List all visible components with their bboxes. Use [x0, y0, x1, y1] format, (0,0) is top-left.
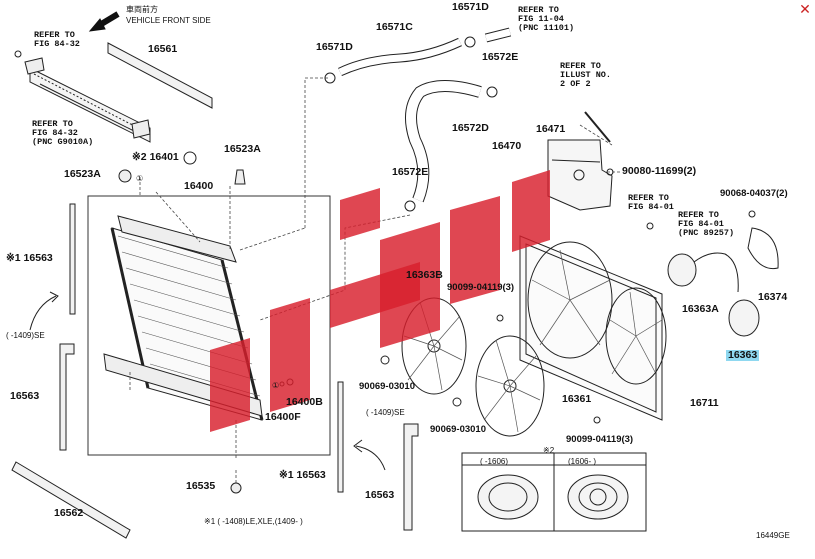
arrow-mid-icon [355, 445, 386, 471]
part-16563-mid[interactable]: ※1 16563 [279, 469, 326, 481]
star2-note: ※2 [543, 446, 555, 455]
refer-illust-2[interactable]: REFER TO ILLUST NO. 2 OF 2 [560, 61, 612, 89]
part-16363-highlight[interactable]: 16363 [726, 349, 760, 361]
part-16563-a[interactable]: 16563 [10, 390, 40, 402]
refer-fig-84-32-a[interactable]: REFER TO FIG 84-32 [34, 30, 80, 49]
refer-fig-84-32-b[interactable]: REFER TO FIG 84-32 (PNC G9010A) [32, 119, 94, 147]
se-note-left: ( -1409)SE [6, 331, 45, 340]
refer-fig-11-04[interactable]: REFER TO FIG 11-04 (PNC 11101) [518, 5, 575, 33]
fan-16361-drawing [475, 335, 545, 437]
part-16571D-b[interactable]: 16571D [452, 1, 489, 13]
part-16572E-a[interactable]: 16572E [482, 51, 519, 63]
watermark-logo [210, 170, 550, 432]
part-16561[interactable]: 16561 [148, 43, 178, 55]
cap-left-note: ( -1606) [480, 457, 509, 466]
close-icon[interactable]: ✕ [799, 1, 811, 17]
arrow-left-head-icon [49, 291, 59, 303]
part-16535[interactable]: 16535 [186, 480, 216, 492]
part-16523A-b[interactable]: 16523A [64, 168, 101, 180]
part-16572E-b[interactable]: 16572E [392, 166, 429, 178]
part-16571C[interactable]: 16571C [376, 21, 413, 33]
leader-lines [129, 77, 620, 486]
front-side-jp: 車両前方 [126, 5, 158, 14]
part-16571D-a[interactable]: 16571D [316, 41, 353, 53]
part-16400B[interactable]: 16400B [286, 396, 323, 408]
front-arrow-icon [88, 11, 120, 32]
upper-support-drawing [14, 50, 151, 143]
part-16361[interactable]: 16361 [562, 393, 592, 405]
bolt-90069-03010-a[interactable]: 90069-03010 [359, 381, 415, 392]
circle1-marker-b: ① [272, 381, 280, 390]
bolt-90068-04037[interactable]: 90068-04037(2) [720, 188, 788, 199]
part-16400F[interactable]: 16400F [265, 411, 301, 423]
arrow-left-icon [29, 295, 57, 331]
bolt-90080-11699[interactable]: 90080-11699(2) [622, 165, 697, 177]
cap-right-note: (1606- ) [568, 457, 597, 466]
front-side-en: VEHICLE FRONT SIDE [126, 16, 211, 25]
bolt-90099-04119-b[interactable]: 90099-04119(3) [566, 434, 634, 445]
part-16572D[interactable]: 16572D [452, 122, 489, 134]
part-16374[interactable]: 16374 [758, 291, 788, 303]
refer-fig-84-01-b[interactable]: REFER TO FIG 84-01 (PNC 89257) [678, 210, 735, 238]
part-16562[interactable]: 16562 [54, 507, 84, 519]
gasket-16374-drawing [747, 227, 779, 270]
circle1-marker-a: ① [136, 174, 144, 183]
clamp-icons [324, 36, 498, 212]
part-16401[interactable]: ※2 16401 [132, 152, 179, 163]
fan-shroud-drawing [519, 235, 667, 421]
se-note-mid: ( -1409)SE [366, 408, 405, 417]
arrow-mid-head-icon [353, 439, 363, 453]
part-16563-left[interactable]: ※1 16563 [6, 252, 53, 264]
mark-16401: ※2 [132, 151, 147, 163]
part-16471[interactable]: 16471 [536, 123, 566, 135]
footnote: ※1 ( -1408)LE,XLE,(1409- ) [204, 517, 303, 526]
bolt-90099-04119-a[interactable]: 90099-04119(3) [447, 282, 515, 293]
part-16401-number: 16401 [149, 151, 179, 163]
part-16470[interactable]: 16470 [492, 140, 522, 152]
part-16400[interactable]: 16400 [184, 180, 214, 192]
part-16711[interactable]: 16711 [690, 397, 719, 409]
part-16523A-a[interactable]: 16523A [224, 143, 261, 155]
cap-detail-box [461, 452, 647, 532]
part-16363B[interactable]: 16363B [406, 269, 443, 281]
hose-drawing [338, 27, 512, 203]
fastener-icons [118, 151, 756, 494]
diagram-code: 16449GE [756, 531, 790, 540]
motor-16363A-drawing [667, 252, 739, 293]
seal-16561-drawing [107, 42, 213, 109]
bolt-90069-03010-b[interactable]: 90069-03010 [430, 424, 486, 435]
motor-16363-drawing [728, 299, 760, 337]
part-16363A[interactable]: 16363A [682, 303, 719, 315]
reservoir-tank-drawing [547, 111, 613, 211]
seal-strips-drawing [11, 203, 419, 539]
refer-fig-84-01-a[interactable]: REFER TO FIG 84-01 [628, 193, 674, 212]
part-16563-b[interactable]: 16563 [365, 489, 395, 501]
